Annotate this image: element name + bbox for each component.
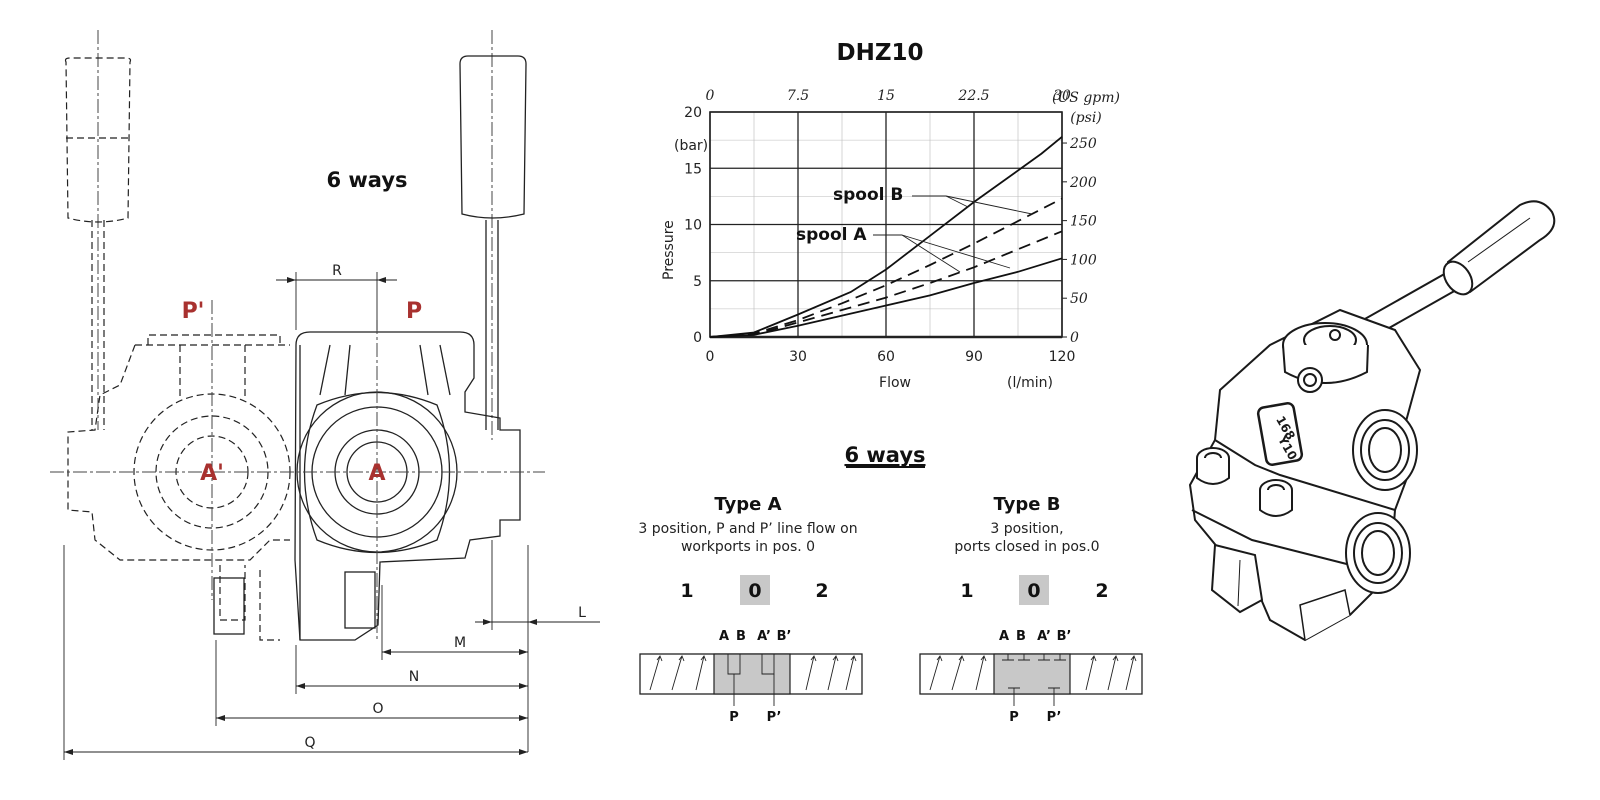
dimension-l: L	[475, 540, 600, 752]
annotation-spool-b: spool B	[833, 185, 1033, 215]
svg-text:Q: Q	[304, 735, 315, 751]
annotation-spool-a: spool A	[796, 225, 1011, 273]
svg-text:A: A	[719, 629, 729, 644]
type-a-desc-1: 3 position, P and P’ line flow on	[638, 521, 857, 537]
valve-product-illustration: 168 Y10	[1188, 200, 1556, 642]
svg-text:spool A: spool A	[796, 225, 867, 245]
right-tick-label: 200	[1069, 175, 1097, 191]
svg-text:A’: A’	[757, 629, 771, 644]
type-a-desc-2: workports in pos. 0	[681, 539, 815, 555]
type-a-block: Type A 3 position, P and P’ line flow on…	[638, 494, 863, 725]
valve-body	[50, 320, 545, 641]
series-line-3	[709, 230, 1063, 338]
type-a-symbol	[639, 653, 863, 706]
type-a-pos-2: 2	[815, 580, 828, 602]
top-tick-label: 7.5	[787, 88, 809, 104]
port-label-a-prime: A'	[200, 461, 224, 486]
svg-text:O: O	[372, 701, 383, 717]
right-axis-unit: (psi)	[1070, 110, 1102, 126]
dimension-r: R	[276, 263, 397, 330]
port-label-p-prime: P'	[182, 299, 205, 324]
top-tick-label: 0	[706, 88, 715, 104]
technical-drawing: P' P A' A 6 ways R L M	[50, 30, 600, 760]
type-b-desc-2: ports closed in pos.0	[954, 539, 1099, 555]
dimension-n: N	[295, 645, 528, 694]
y-tick-label: 10	[684, 218, 702, 234]
x-tick-label: 120	[1049, 349, 1076, 365]
svg-text:P’: P’	[1047, 710, 1062, 725]
type-b-neutral-indicator	[1019, 575, 1049, 605]
type-b-title: Type B	[994, 494, 1061, 515]
svg-text:A: A	[999, 629, 1009, 644]
top-axis-unit: (US gpm)	[1052, 90, 1120, 106]
port-label-p: P	[406, 299, 422, 324]
right-tick-label: 0	[1070, 330, 1079, 346]
svg-text:R: R	[332, 263, 342, 279]
dashed-valve-body	[67, 300, 291, 641]
type-b-block: Type B 3 position, ports closed in pos.0…	[919, 494, 1143, 725]
svg-text:B: B	[1016, 629, 1026, 644]
top-tick-label: 22.5	[957, 88, 989, 104]
svg-text:L: L	[578, 605, 586, 621]
x-axis-label: Flow	[879, 375, 911, 391]
type-a-title: Type A	[714, 494, 781, 515]
right-tick-label: 150	[1070, 214, 1097, 230]
right-tick-label: 100	[1070, 252, 1097, 268]
chart-title: DHZ10	[836, 40, 923, 66]
y-tick-label: 15	[684, 161, 702, 177]
chart-series-group	[709, 136, 1063, 338]
type-b-symbol	[919, 653, 1143, 706]
type-a-pos-1: 1	[680, 580, 693, 602]
type-b-pos-1: 1	[960, 580, 973, 602]
series-line-4	[709, 257, 1063, 338]
top-tick-label: 30	[1053, 88, 1071, 104]
type-a-pos-0: 0	[748, 580, 761, 602]
svg-text:N: N	[409, 669, 419, 685]
drawing-ways-label: 6 ways	[326, 168, 407, 192]
svg-text:B’: B’	[777, 629, 792, 644]
svg-text:B: B	[736, 629, 746, 644]
svg-text:P: P	[729, 710, 739, 725]
type-a-neutral-indicator	[740, 575, 770, 605]
series-line-2	[709, 197, 1063, 338]
top-tick-label: 15	[877, 88, 895, 104]
right-tick-label: 50	[1070, 291, 1088, 307]
x-tick-label: 30	[789, 349, 807, 365]
svg-text:P: P	[1009, 710, 1019, 725]
y-tick-label: 5	[693, 274, 702, 290]
port-label-a: A	[368, 461, 385, 486]
x-tick-label: 90	[965, 349, 983, 365]
x-tick-label: 0	[706, 349, 715, 365]
lever-handle	[459, 30, 527, 440]
schematic-heading: 6 ways	[844, 443, 925, 467]
series-line-1	[709, 136, 1063, 338]
svg-text:A’: A’	[1037, 629, 1051, 644]
dimension-o: O	[215, 640, 528, 726]
y-tick-label: 20	[684, 105, 702, 121]
chart-grid	[709, 111, 1063, 339]
svg-text:M: M	[454, 635, 466, 651]
dimension-q: Q	[63, 545, 528, 760]
svg-text:B’: B’	[1057, 629, 1072, 644]
schematic-section: 6 ways Type A 3 position, P and P’ line …	[638, 443, 1143, 725]
dashed-lever-left	[64, 30, 132, 430]
svg-text:P’: P’	[767, 710, 782, 725]
y-axis-label: Pressure	[661, 220, 677, 280]
right-tick-label: 250	[1069, 136, 1097, 152]
y-tick-label: 0	[693, 330, 702, 346]
dimension-m: M	[381, 585, 528, 660]
type-b-desc-1: 3 position,	[990, 521, 1063, 537]
svg-text:spool B: spool B	[833, 185, 903, 205]
x-axis-unit: (l/min)	[1007, 375, 1053, 391]
y-axis-unit: (bar)	[674, 138, 708, 154]
type-b-pos-0: 0	[1027, 580, 1040, 602]
x-tick-label: 60	[877, 349, 895, 365]
type-b-pos-2: 2	[1095, 580, 1108, 602]
